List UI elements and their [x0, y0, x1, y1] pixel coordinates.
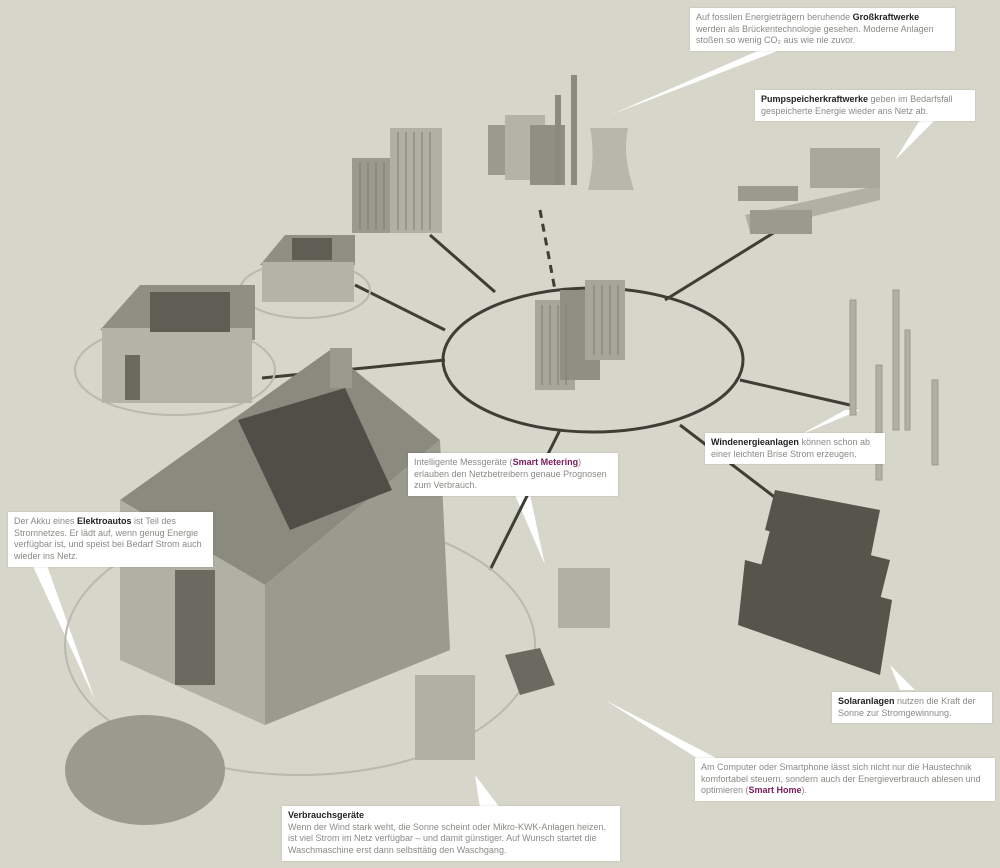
callout-elektroautos: Der Akku eines Elektroautos ist Teil des…: [8, 512, 213, 567]
callout-text-pre: Am Computer oder Smartphone lässt sich n…: [701, 762, 981, 796]
wind-turbines: [849, 289, 939, 481]
laptop: [505, 648, 555, 695]
smart-meter: [558, 568, 610, 628]
power-station: [488, 75, 634, 190]
callout-title: Windenergieanlagen: [711, 437, 799, 447]
callout-title: Großkraftwerke: [852, 12, 920, 22]
callout-text-post: nutzen die Kraft der Sonne zur Stromgewi…: [838, 696, 976, 718]
callout-text-post: geben im Bedarfsfall gespeicherte Energi…: [761, 94, 953, 116]
callout-highlight: Smart Home: [748, 785, 802, 796]
callout-text-post: können schon ab einer leichten Brise Str…: [711, 437, 870, 459]
office-towers: [352, 128, 442, 233]
pumped-storage-plant: [738, 148, 880, 234]
callout-text-post: Wenn der Wind stark weht, die Sonne sche…: [288, 821, 606, 856]
callout-grosskraftwerke: Auf fossilen Energieträgern beruhende Gr…: [690, 8, 955, 52]
callout-text-post: ).: [801, 785, 808, 796]
main-house: [64, 348, 536, 776]
callout-windenergie: Windenergieanlagen können schon ab einer…: [705, 433, 885, 465]
electric-car: [65, 715, 225, 825]
washing-machine: [415, 675, 475, 760]
callout-title: Solaranlagen: [838, 696, 895, 706]
callout-text-post: werden als Brückentechnologie gesehen. M…: [696, 23, 934, 46]
callout-solaranlagen: Solaranlagen nutzen die Kraft der Sonne …: [832, 692, 992, 724]
small-house-back: [239, 235, 371, 319]
medium-house: [74, 285, 276, 416]
callout-text-pre: Intelligente Messgeräte (: [414, 457, 513, 467]
callout-text-post: ) erlauben den Netzbetreibern genaue Pro…: [414, 457, 607, 491]
callout-smart-home: Am Computer oder Smartphone lässt sich n…: [695, 758, 995, 802]
callout-title: Verbrauchsgeräte: [288, 810, 365, 820]
callout-pointers: [30, 50, 935, 808]
callout-title: Pumpspeicherkraftwerke: [761, 94, 869, 104]
callout-text-post: ist Teil des Stromnetzes. Er lädt auf, w…: [14, 516, 202, 562]
callout-text-pre: Auf fossilen Energieträgern beruhende: [696, 12, 853, 22]
callout-title: Elektroautos: [77, 516, 132, 526]
callout-smart-metering: Intelligente Messgeräte (Smart Metering)…: [408, 453, 618, 497]
callout-highlight: Smart Metering: [512, 457, 579, 467]
control-center-building: [535, 280, 625, 390]
callout-pumpspeicher: Pumpspeicherkraftwerke geben im Bedarfsf…: [755, 90, 975, 122]
solar-array: [738, 490, 892, 675]
callout-text-pre: Der Akku eines: [14, 516, 78, 526]
